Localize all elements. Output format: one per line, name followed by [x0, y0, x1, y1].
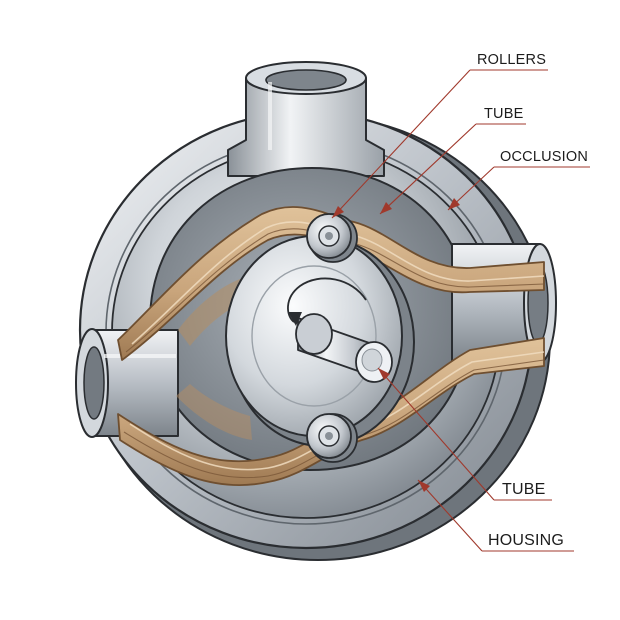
top-port — [227, 61, 385, 177]
callout-tube-bottom: TUBE — [377, 367, 552, 501]
callout-housing: HOUSING — [417, 479, 574, 552]
drive-shaft — [295, 313, 393, 383]
callout-tube-top: TUBE — [379, 106, 526, 215]
label-occlusion: OCCLUSION — [500, 149, 588, 165]
callout-occlusion: OCCLUSION — [447, 149, 590, 211]
roller-bottom — [306, 413, 358, 463]
label-rollers: ROLLERS — [477, 52, 546, 68]
label-housing: HOUSING — [488, 532, 564, 549]
label-tube-bottom: TUBE — [502, 481, 545, 498]
callout-rollers: ROLLERS — [331, 52, 548, 219]
left-port — [75, 328, 179, 438]
label-tube-top: TUBE — [484, 106, 524, 122]
roller-top — [306, 213, 358, 263]
